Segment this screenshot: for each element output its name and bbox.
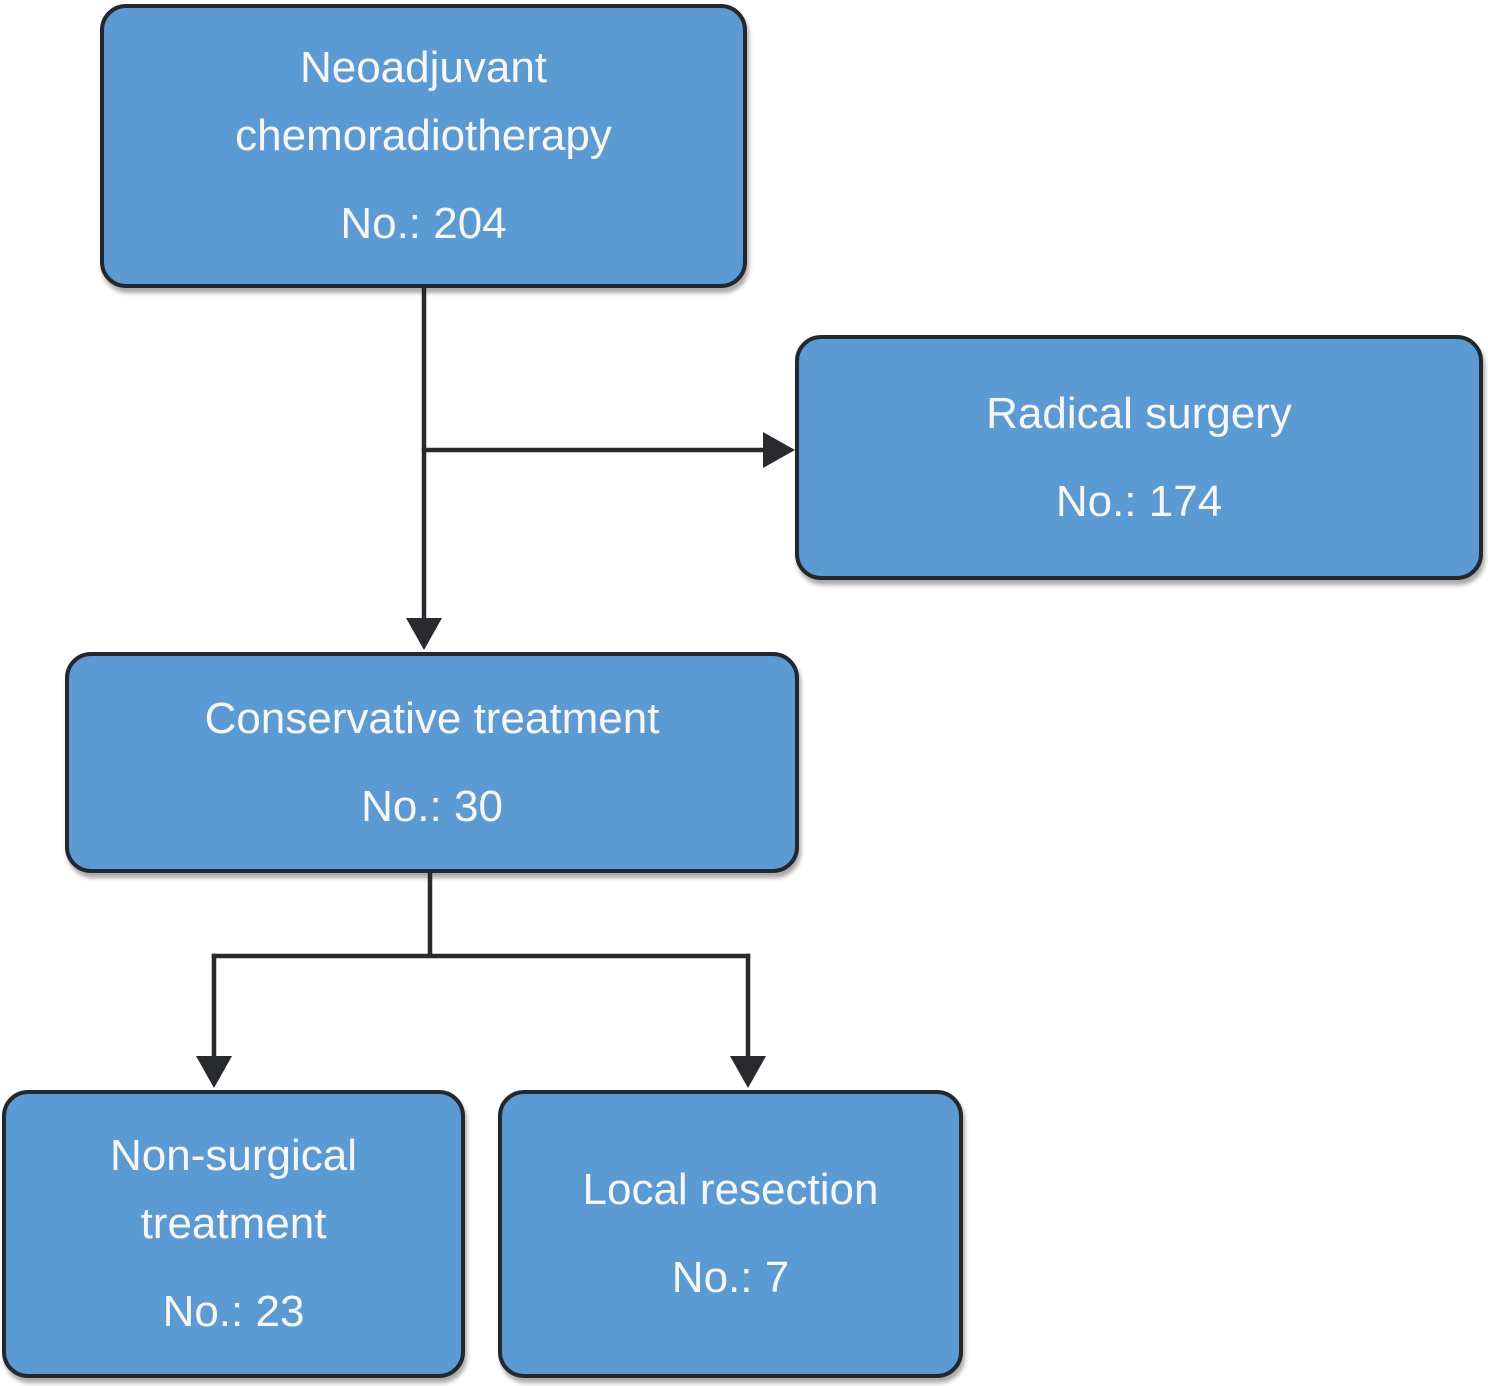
flow-node-radical-surgery: Radical surgery No.: 174 [795,335,1483,580]
flow-node-neoadjuvant-chemoradiotherapy: Neoadjuvant chemoradiotherapy No.: 204 [100,4,747,288]
flow-node-non-surgical-treatment: Non-surgical treatment No.: 23 [2,1090,465,1378]
node-label: Radical surgery [986,388,1292,438]
node-label: Neoadjuvant chemoradiotherapy [235,43,612,160]
arrowhead-into-conservative [406,618,442,650]
node-count: No.: 204 [340,199,507,248]
node-count: No.: 7 [671,1253,790,1302]
arrowhead-into-local-resection [730,1056,766,1088]
arrowhead-into-radical-surgery [763,432,795,468]
node-count: No.: 30 [361,781,503,831]
flow-node-local-resection: Local resection No.: 7 [498,1090,963,1378]
flow-node-conservative-treatment: Conservative treatment No.: 30 [65,652,799,873]
node-count: No.: 23 [162,1287,305,1336]
node-label: Local resection [582,1165,879,1214]
arrowhead-into-non-surgical [196,1056,232,1088]
node-count: No.: 174 [1055,476,1223,526]
connector-conservative-to-split [211,872,751,959]
node-label: Conservative treatment [204,693,660,743]
node-label: Non-surgical treatment [110,1131,357,1248]
